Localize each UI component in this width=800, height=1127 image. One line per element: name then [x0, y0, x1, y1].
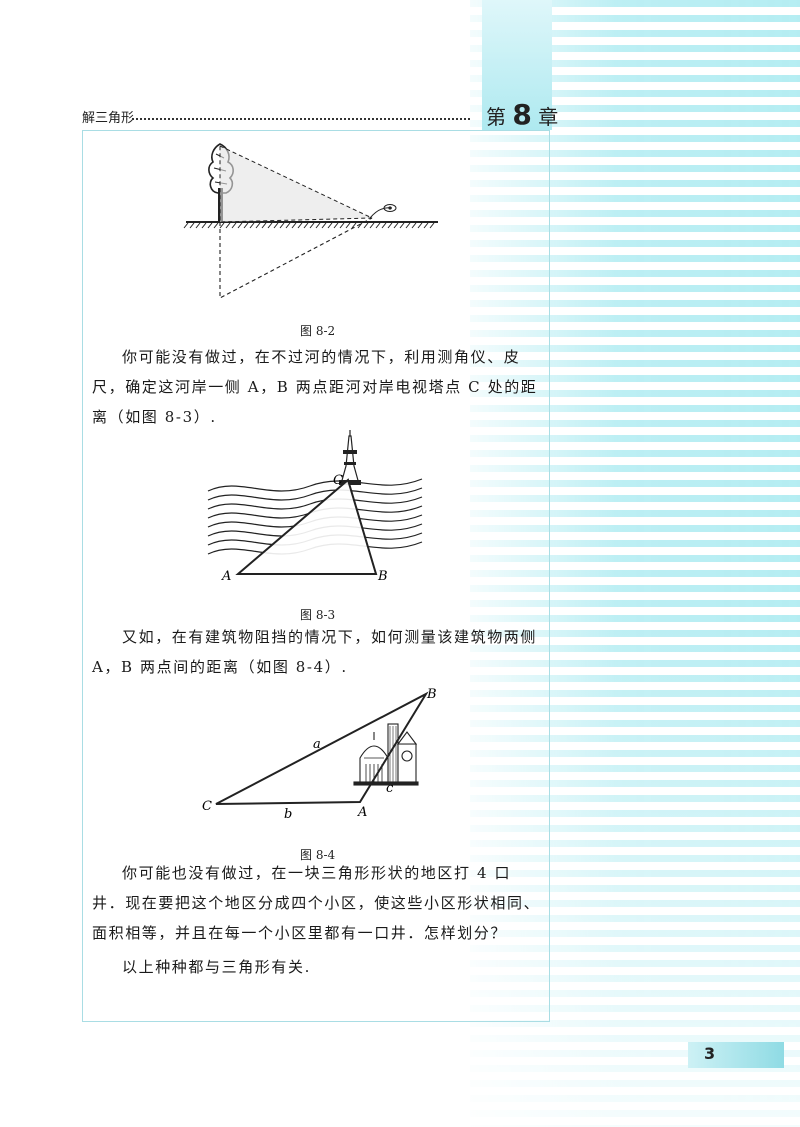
- measurement-triangle: [215, 691, 429, 805]
- paragraph-2: 又如，在有建筑物阻挡的情况下，如何测量该建筑物两侧 A，B 两点间的距离（如图 …: [92, 622, 544, 682]
- paragraph-4-text: 以上种种都与三角形有关.: [122, 958, 311, 976]
- label-B: B: [426, 687, 437, 702]
- chapter-tab: [482, 0, 552, 130]
- label-A: A: [221, 569, 231, 584]
- label-A: A: [357, 805, 367, 820]
- paragraph-3: 你可能也没有做过，在一块三角形形状的地区打 4 口井．现在要把这个地区分成四个小…: [92, 858, 544, 948]
- measurement-triangle: [235, 478, 378, 575]
- figure-8-2: [183, 143, 438, 299]
- figure-8-4-caption: 图 8-4: [300, 848, 336, 862]
- decorative-fade: [470, 0, 800, 1127]
- label-b: b: [284, 807, 292, 822]
- chapter-suffix: 章: [538, 105, 559, 129]
- label-B: B: [377, 569, 388, 584]
- label-c: c: [386, 781, 394, 796]
- label-C: C: [202, 799, 212, 814]
- label-C: C: [333, 473, 343, 488]
- page-header: 解三角形 第 8 章: [82, 98, 558, 131]
- leader-dots: [132, 118, 470, 120]
- ground-line: [183, 221, 438, 229]
- reflection-triangle: [219, 217, 373, 299]
- paragraph-2-text: 又如，在有建筑物阻挡的情况下，如何测量该建筑物两侧 A，B 两点间的距离（如图 …: [92, 628, 538, 676]
- page-number: 3: [704, 1044, 716, 1063]
- content-frame: [82, 130, 550, 1022]
- figure-8-3: A B C: [207, 430, 423, 584]
- figure-8-2-caption: 图 8-2: [300, 324, 336, 338]
- figure-8-4: C A B a b c: [202, 687, 437, 822]
- page-number-tab: [688, 1042, 784, 1068]
- paragraph-1-text: 你可能没有做过，在不过河的情况下，利用测角仪、皮尺，确定这河岸一侧 A，B 两点…: [92, 348, 538, 426]
- observer-eye-icon: [369, 204, 397, 219]
- chapter-prefix: 第: [486, 105, 506, 129]
- paragraph-4: 以上种种都与三角形有关.: [92, 952, 544, 982]
- sight-triangle: [219, 145, 373, 223]
- paragraph-3-text: 你可能也没有做过，在一块三角形形状的地区打 4 口井．现在要把这个地区分成四个小…: [92, 864, 541, 942]
- tv-tower-icon: [339, 430, 361, 485]
- label-a: a: [313, 737, 321, 752]
- building-icon: [353, 723, 419, 786]
- chapter-number: 8: [512, 98, 532, 131]
- chapter-label: 第 8 章: [486, 98, 558, 131]
- section-title: 解三角形: [82, 111, 135, 126]
- paragraph-1: 你可能没有做过，在不过河的情况下，利用测角仪、皮尺，确定这河岸一侧 A，B 两点…: [92, 342, 544, 432]
- figure-8-3-caption: 图 8-3: [300, 608, 336, 622]
